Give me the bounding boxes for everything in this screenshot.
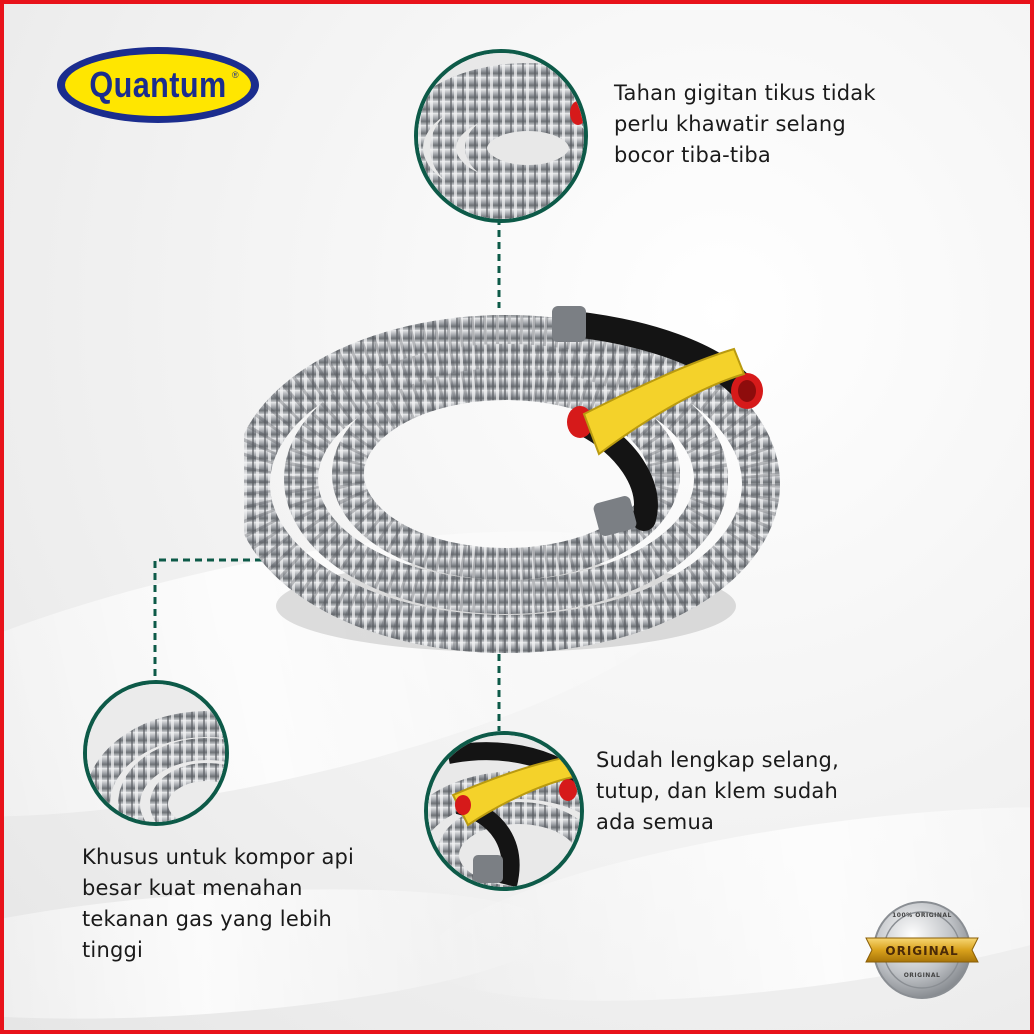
- original-seal-icon: [865, 901, 979, 999]
- connector-lines: [153, 218, 501, 731]
- callout-high-pressure: Khusus untuk kompor api besar kuat menah…: [82, 842, 392, 966]
- badge-bottom-text: ORIGINAL: [903, 972, 941, 979]
- zoom-detail-rodent-proof: [414, 49, 588, 223]
- callout-line: Sudah lengkap selang,: [596, 748, 839, 772]
- callout-rodent-proof: Tahan gigitan tikus tidak perlu khawatir…: [614, 78, 914, 171]
- callout-line: Tahan gigitan tikus tidak: [614, 81, 876, 105]
- callout-line: perlu khawatir selang: [614, 112, 846, 136]
- logo-wordmark: Quantum: [89, 64, 227, 105]
- callout-line: tinggi: [82, 938, 144, 962]
- callout-line: bocor tiba-tiba: [614, 143, 771, 167]
- callout-line: Khusus untuk kompor api: [82, 845, 355, 869]
- registered-mark: ®: [232, 70, 239, 80]
- callout-line: tekanan gas yang lebih: [82, 907, 333, 931]
- gas-hose-coil-image: [244, 306, 780, 653]
- callout-line: ada semua: [596, 810, 715, 834]
- callout-line: tutup, dan klem sudah: [596, 779, 838, 803]
- badge-label: ORIGINAL: [885, 944, 959, 958]
- callout-line: besar kuat menahan: [82, 876, 303, 900]
- badge-top-text: 100% ORIGINAL: [892, 912, 952, 919]
- zoom-detail-high-pressure: [83, 680, 229, 826]
- quantum-logo: Quantum: [54, 44, 262, 126]
- callout-complete-set: Sudah lengkap selang, tutup, dan klem su…: [596, 745, 886, 838]
- zoom-detail-complete-set: [424, 731, 584, 891]
